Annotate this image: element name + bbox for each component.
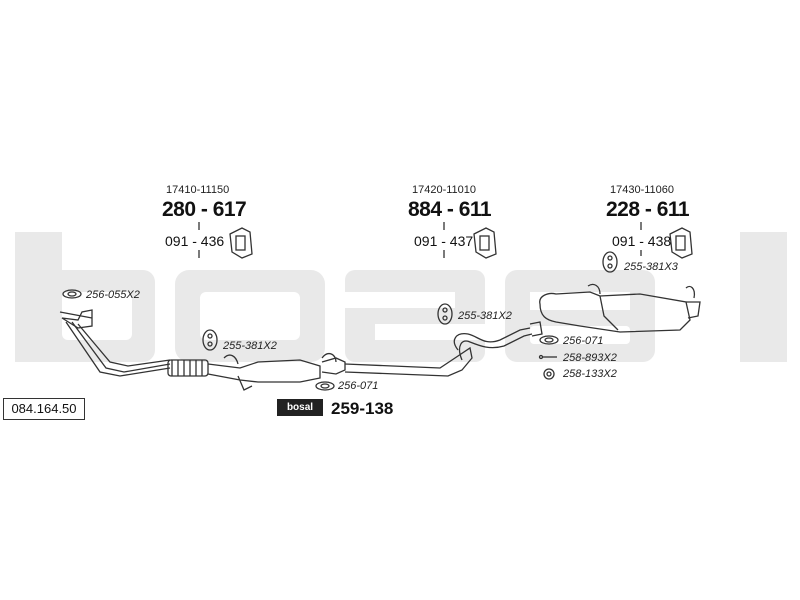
spring-icon [546, 371, 552, 377]
spring-icon [543, 368, 555, 380]
middle-pipe [321, 321, 543, 377]
flex-pipe [167, 359, 209, 377]
mounting-kit-number: 259-138 [331, 399, 394, 418]
gasket-icon [539, 335, 559, 345]
label-rubber-mount-c: 255-381X3 [624, 261, 678, 273]
rubber-mount-icon [207, 341, 213, 347]
rubber-mount-icon [607, 263, 613, 269]
gasket-icon [315, 381, 335, 391]
gasket-icon [544, 337, 554, 343]
bosal-badge: bosal [277, 399, 323, 416]
front-silencer [207, 354, 321, 391]
rubber-mount-icon [602, 251, 618, 273]
rear-silencer [539, 283, 701, 333]
gasket-icon [320, 383, 330, 389]
oem-number-front: 17410-11150 [166, 184, 230, 196]
hanger-icon [669, 227, 693, 259]
hanger-number-front: 091 - 436 [165, 233, 225, 249]
label-bolt-rear: 258-893X2 [563, 352, 617, 364]
hanger-icon [473, 227, 497, 259]
gasket-icon [62, 289, 82, 299]
hanger-number-middle: 091 - 437 [414, 233, 474, 249]
front-pipe [59, 309, 171, 377]
label-gasket-front: 256-055X2 [86, 289, 140, 301]
label-spring-rear: 258-133X2 [563, 368, 617, 380]
part-number-rear: 228 - 611 [606, 198, 690, 221]
rubber-mount-icon [207, 333, 213, 339]
oem-number-rear: 17430-11060 [610, 184, 675, 196]
bolt-icon [538, 354, 544, 360]
rubber-mount-icon [437, 303, 453, 325]
part-number-middle: 884 - 611 [408, 198, 492, 221]
part-number-front: 280 - 617 [162, 198, 247, 221]
oem-number-middle: 17420-11010 [412, 184, 477, 196]
rubber-mount-icon [442, 315, 448, 321]
rubber-mount-icon [607, 255, 613, 261]
label-gasket-mid: 256-071 [338, 380, 379, 392]
label-rubber-mount-a: 255-381X2 [223, 340, 277, 352]
rubber-mount-icon [442, 307, 448, 313]
hanger-number-rear: 091 - 438 [612, 233, 672, 249]
label-gasket-rear: 256-071 [563, 335, 604, 347]
rubber-mount-icon [202, 329, 218, 351]
gasket-icon [67, 291, 77, 297]
hanger-icon [229, 227, 253, 259]
catalog-number: 084.164.50 [3, 398, 85, 420]
label-rubber-mount-b: 255-381X2 [458, 310, 512, 322]
